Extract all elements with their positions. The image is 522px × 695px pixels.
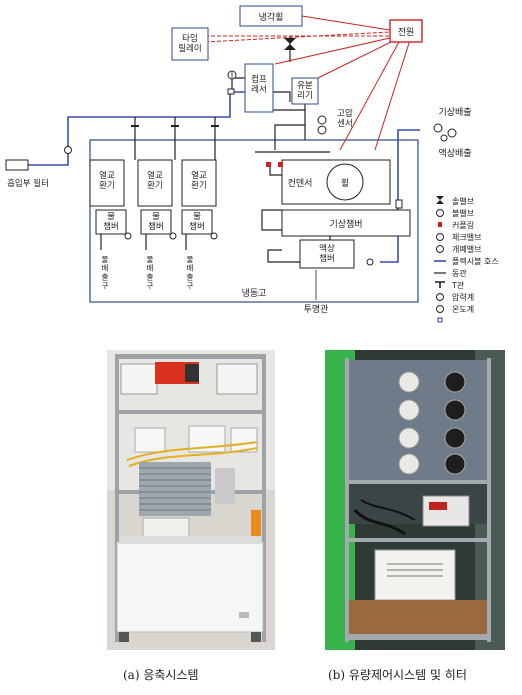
caption-a: (a) 응축시스템 bbox=[123, 668, 199, 682]
legend-label: T관 bbox=[451, 280, 465, 290]
power-box bbox=[389, 19, 423, 43]
timer-relay-box bbox=[171, 27, 209, 61]
legend-label: 볼밸브 bbox=[452, 208, 474, 218]
wheel-icon bbox=[326, 163, 364, 201]
legend-item-sensor bbox=[437, 317, 443, 323]
legend-item-t-pipe: T관 bbox=[435, 280, 465, 290]
intake-filter-icon bbox=[5, 159, 29, 171]
legend-item-coupling: 커플링 bbox=[438, 220, 474, 230]
t-pipe-icons bbox=[131, 125, 219, 127]
legend-item-copper-pipe: 동관 bbox=[434, 268, 467, 278]
photo-flow-control-heater bbox=[325, 350, 505, 650]
open-close-valve-icon bbox=[436, 245, 444, 253]
condensation-system-image bbox=[107, 350, 275, 650]
legend-label: 솔밸브 bbox=[452, 196, 474, 206]
legend-label: 온도계 bbox=[452, 304, 474, 314]
ball-valve-icon bbox=[366, 258, 374, 266]
transparent-tube-label: 투명관 bbox=[304, 304, 329, 315]
legend-label: 플렉시블 호스 bbox=[452, 256, 499, 266]
freezer-box bbox=[89, 139, 419, 303]
wheel-label: 휠 bbox=[341, 177, 349, 189]
caption-b: (b) 유량제어시스템 및 히터 bbox=[328, 668, 467, 682]
legend-item-flexible-hose: 플렉시블 호스 bbox=[434, 256, 499, 266]
sensor-icon bbox=[227, 88, 235, 95]
legend-item-ball-valve: 볼밸브 bbox=[436, 208, 474, 218]
power-lines bbox=[274, 15, 411, 151]
sensor-icon bbox=[395, 199, 403, 209]
legend-label: 압력계 bbox=[452, 292, 474, 302]
check-valve-icon bbox=[436, 233, 444, 241]
photo-condensation-system bbox=[107, 350, 275, 650]
ball-valve-icon bbox=[436, 209, 444, 217]
condenser-label: 컨덴서 bbox=[288, 178, 313, 189]
liquid-exhaust-label: 액상배출 bbox=[438, 147, 471, 159]
pressure-gauge-icon bbox=[317, 115, 327, 125]
legend-item-solenoid-valve: 솔밸브 bbox=[436, 196, 474, 206]
legend-label: 개폐밸브 bbox=[452, 244, 481, 254]
exchanger-unit-1 bbox=[89, 159, 127, 235]
gas-chamber-label: 기상챔버 bbox=[329, 218, 362, 230]
coupling-icon bbox=[266, 162, 271, 167]
legend-label: 체크밸브 bbox=[452, 232, 481, 242]
legend-label: 커플링 bbox=[452, 220, 474, 230]
ball-valve-icons bbox=[124, 232, 218, 240]
sensor-icon bbox=[437, 317, 443, 323]
gas-exhaust-label: 기상배출 bbox=[438, 107, 471, 118]
flexible-hose-line bbox=[380, 129, 420, 263]
liquid-chamber-box bbox=[299, 239, 355, 269]
solenoid-valve-icon bbox=[284, 38, 296, 50]
legend-label: 동관 bbox=[452, 268, 467, 278]
flexible-hose-line bbox=[28, 91, 245, 166]
thermometer-icon bbox=[317, 125, 327, 135]
freezer-label: 냉동고 bbox=[242, 288, 267, 299]
oil-separator-box bbox=[291, 77, 319, 105]
intake-filter-label: 흡입부 필터 bbox=[7, 178, 49, 189]
legend-item-open-close-valve: 개폐밸브 bbox=[436, 244, 481, 254]
cooling-tower-label: 냉각휠 bbox=[259, 11, 284, 23]
solenoid-valve-icon bbox=[436, 196, 444, 204]
gas-chamber-box bbox=[281, 209, 411, 237]
exchanger-unit-2 bbox=[137, 159, 173, 235]
legend-item-thermometer: 온도계 bbox=[436, 304, 474, 314]
check-valve-icon bbox=[64, 146, 72, 154]
coupling-icon bbox=[278, 162, 283, 167]
flow-control-image bbox=[325, 350, 505, 650]
legend-item-pressure-gauge: 압력계 bbox=[436, 292, 474, 302]
pressure-gauge-icon bbox=[436, 293, 444, 301]
exchanger-unit-3 bbox=[181, 159, 217, 235]
exhaust-valves bbox=[433, 123, 457, 142]
t-pipe-icon bbox=[435, 281, 445, 288]
power-label: 전원 bbox=[398, 27, 415, 38]
compressor-box bbox=[244, 63, 274, 113]
coupling-icon bbox=[438, 222, 442, 227]
legend-item-check-valve: 체크밸브 bbox=[436, 232, 481, 242]
cooling-tower-box bbox=[239, 5, 303, 27]
control-wires bbox=[204, 31, 391, 43]
thermometer-icon bbox=[436, 305, 444, 313]
